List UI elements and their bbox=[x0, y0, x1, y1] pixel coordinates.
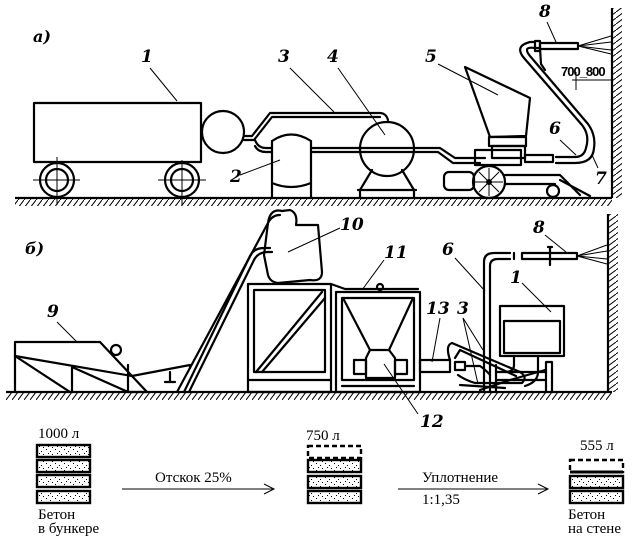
section-b-label: б) bbox=[25, 239, 44, 258]
callout-a-7: 7 bbox=[595, 169, 607, 189]
compaction-ratio: 1:1,35 bbox=[422, 492, 460, 508]
caption-wall-2: на стене bbox=[568, 521, 621, 537]
shotcrete-machine bbox=[442, 65, 592, 200]
volume-flow: 1000 л Бетон в бункере Отскок 25% 750 л … bbox=[35, 426, 625, 537]
water-pump bbox=[356, 120, 418, 200]
dimension-label: 700_800 bbox=[561, 64, 605, 79]
caption-hopper-1: Бетон bbox=[38, 507, 75, 523]
aggregate-bin bbox=[13, 340, 192, 394]
volume-1000: 1000 л bbox=[38, 426, 80, 442]
callout-b-11: 11 bbox=[384, 243, 408, 263]
dimension-a: 700_800 bbox=[561, 64, 612, 90]
wall-b bbox=[606, 214, 618, 392]
callout-b-6: 6 bbox=[442, 240, 454, 260]
air-hose bbox=[242, 111, 487, 165]
nozzle-a bbox=[533, 35, 612, 55]
callouts-b: 9 10 11 12 13 3 6 1 8 bbox=[47, 215, 567, 432]
callout-a-5: 5 bbox=[425, 47, 437, 67]
callout-a-2: 2 bbox=[229, 167, 242, 187]
callout-b-13: 13 bbox=[426, 299, 450, 319]
dosing-hopper-frame bbox=[329, 282, 422, 394]
callout-b-10: 10 bbox=[340, 215, 364, 235]
callout-a-6: 6 bbox=[549, 119, 561, 139]
caption-wall-1: Бетон bbox=[568, 507, 605, 523]
callout-b-9: 9 bbox=[47, 302, 59, 322]
callout-a-3: 3 bbox=[278, 47, 290, 67]
stage-hopper: 1000 л Бетон в бункере bbox=[35, 426, 99, 537]
arrow-compaction: Уплотнение 1:1,35 bbox=[398, 470, 550, 508]
callout-b-8: 8 bbox=[532, 218, 545, 238]
compaction-label: Уплотнение bbox=[422, 470, 498, 486]
callout-a-1: 1 bbox=[141, 47, 153, 67]
material-hose bbox=[519, 40, 596, 165]
conveyor bbox=[175, 213, 282, 394]
section-a-label: а) bbox=[33, 27, 51, 46]
callout-b-3: 3 bbox=[457, 299, 469, 319]
stage-on-wall: 555 л Бетон на стене bbox=[568, 438, 625, 537]
mixer-frame bbox=[246, 282, 333, 394]
callouts-a: 1 2 3 4 5 6 7 8 bbox=[141, 2, 607, 189]
compressor-b bbox=[494, 304, 566, 394]
callout-b-12: 12 bbox=[420, 412, 444, 432]
section-b: б) bbox=[6, 208, 618, 432]
callout-a-4: 4 bbox=[327, 47, 339, 67]
nozzle-b bbox=[520, 244, 608, 267]
ground-b bbox=[6, 390, 612, 400]
callout-b-1: 1 bbox=[510, 268, 522, 288]
concrete-mixer bbox=[262, 208, 324, 285]
vertical-hose-b bbox=[482, 251, 516, 394]
ground-a bbox=[15, 196, 612, 206]
rebound-label: Отскок 25% bbox=[155, 470, 232, 486]
arrow-rebound: Отскок 25% bbox=[122, 470, 276, 495]
section-a: а) bbox=[15, 2, 622, 206]
volume-555: 555 л bbox=[580, 438, 614, 454]
screw-feeder bbox=[352, 348, 409, 380]
stage-after-rebound: 750 л bbox=[306, 428, 363, 505]
compressor-trailer bbox=[32, 101, 246, 205]
callout-a-8: 8 bbox=[538, 2, 551, 22]
feed-pipe bbox=[418, 358, 452, 374]
water-tank bbox=[270, 133, 313, 200]
volume-750: 750 л bbox=[306, 428, 340, 444]
caption-hopper-2: в бункере bbox=[38, 521, 99, 537]
wall-a bbox=[610, 8, 622, 198]
